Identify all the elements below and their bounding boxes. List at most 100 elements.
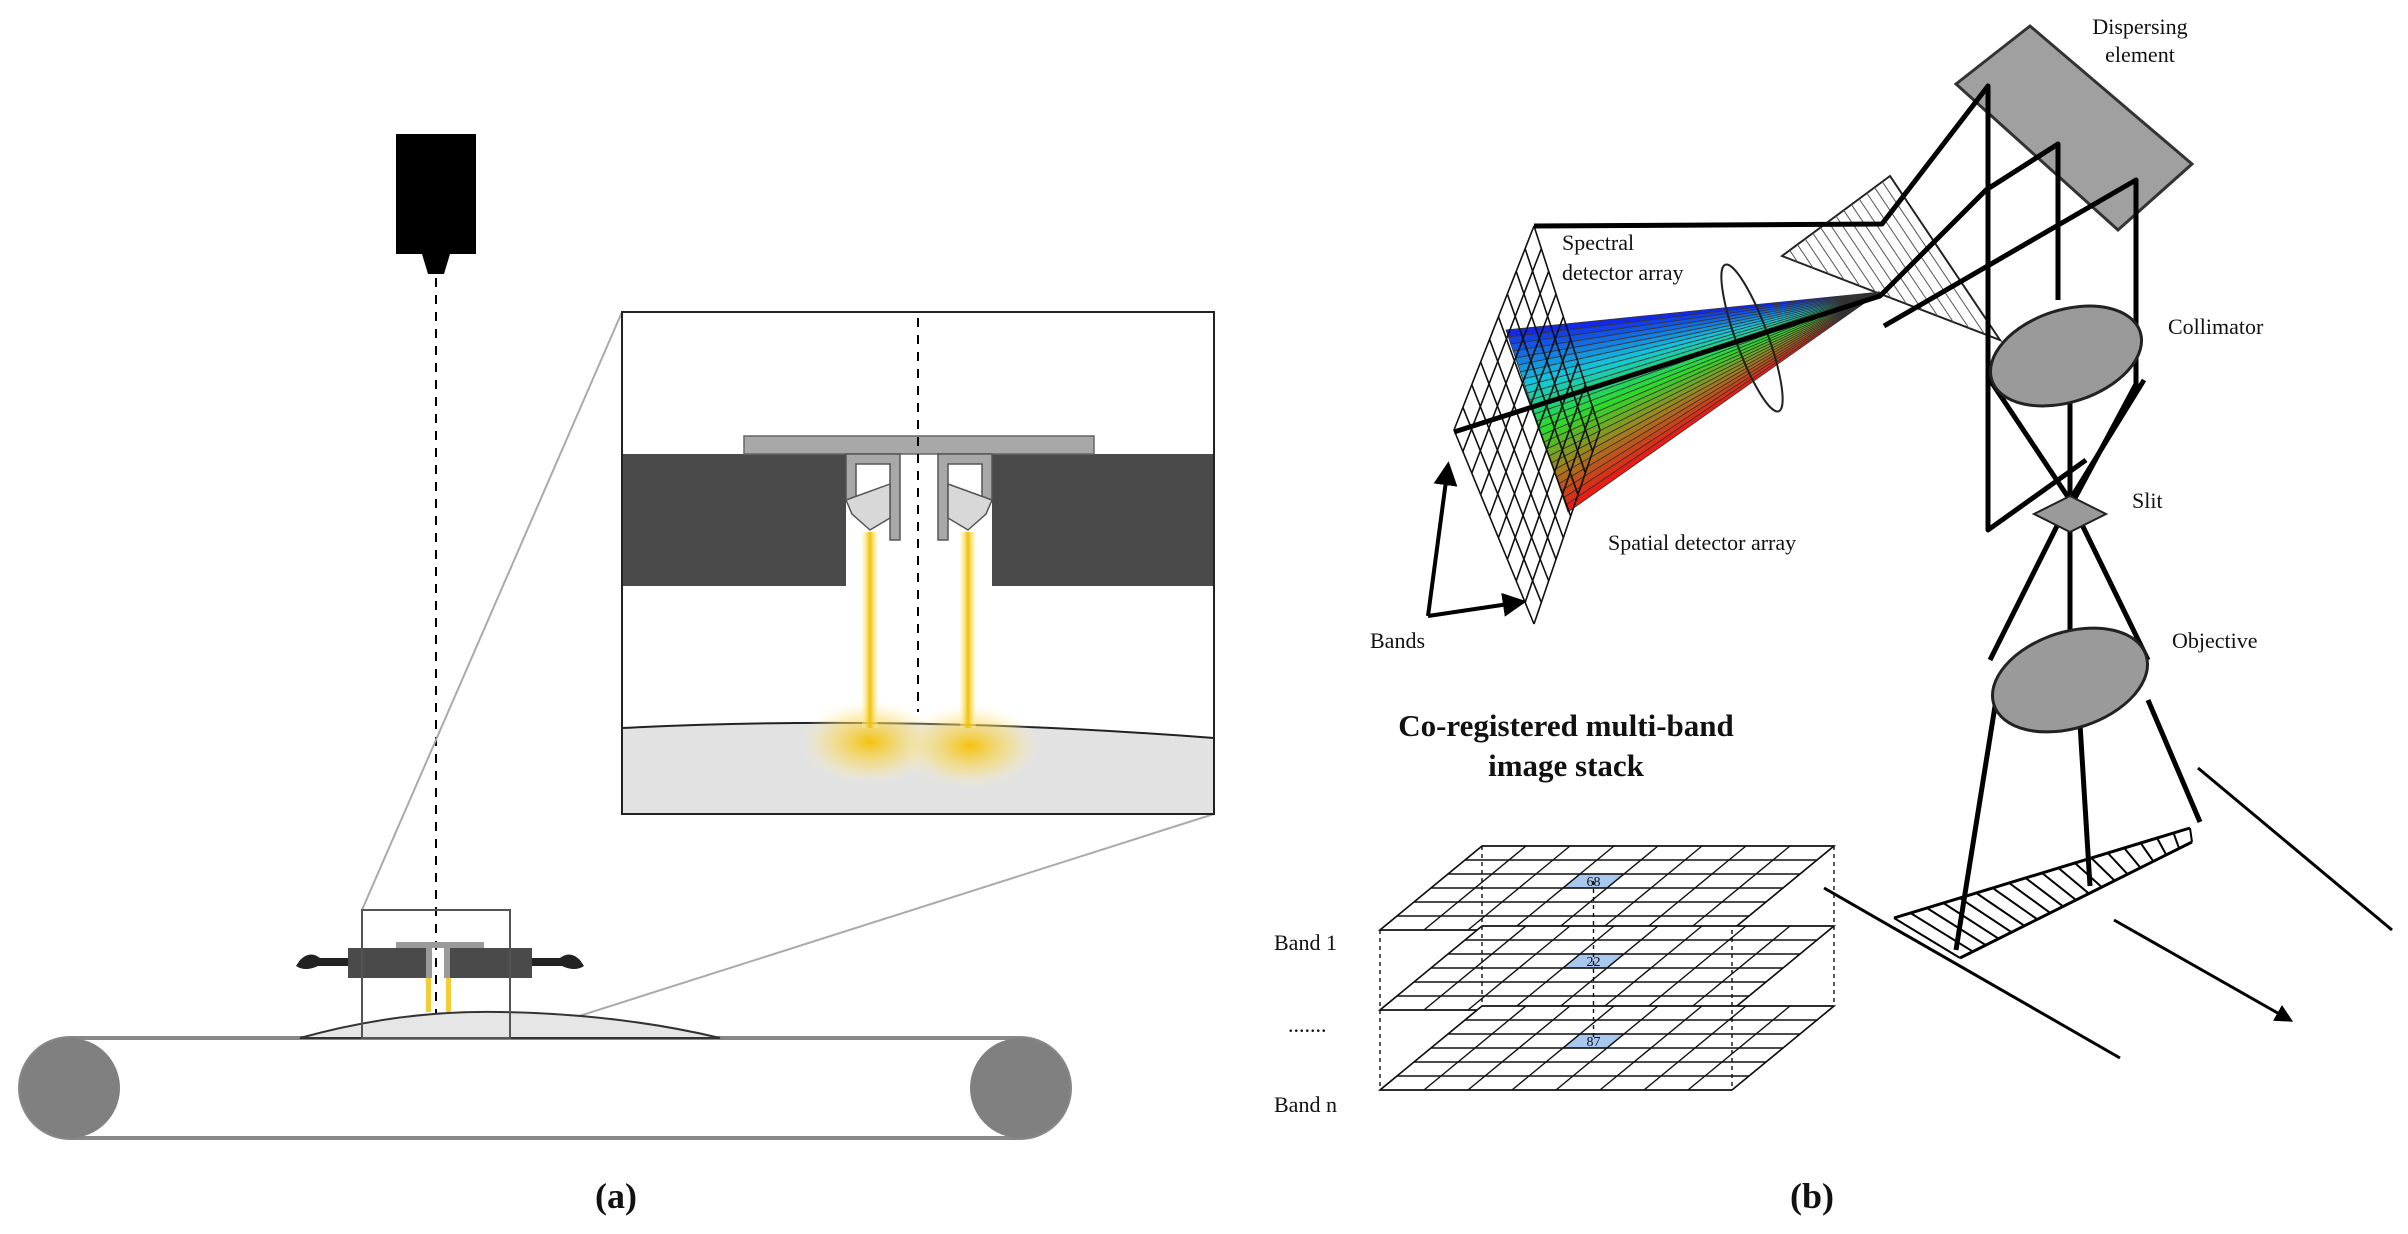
label-bands: Bands xyxy=(1370,628,1425,653)
scan-direction-arrow xyxy=(2113,918,2294,1022)
detector-grid-line xyxy=(1533,429,1601,625)
spectral-band xyxy=(1565,291,1881,513)
prism-hatch-line xyxy=(1881,181,1985,335)
scan-plane xyxy=(1823,766,2393,1060)
camera-lens xyxy=(422,254,450,274)
prism-hatch-line xyxy=(1858,198,1939,317)
light-beam-right xyxy=(960,532,976,728)
label-band-dots: ....... xyxy=(1288,1012,1327,1037)
scan-tick xyxy=(1942,902,2000,940)
prism-left xyxy=(844,482,891,531)
probe-assembly-small xyxy=(296,942,584,1012)
bands-arrow-right xyxy=(1427,592,1527,618)
conveyor-belt xyxy=(18,1036,1072,1140)
detector-grid-line xyxy=(1462,248,1543,452)
label-band-n: Band n xyxy=(1274,1092,1337,1117)
label-spectral-2: detector array xyxy=(1562,260,1684,285)
scan-tick xyxy=(2057,867,2090,895)
label-spectral-1: Spectral xyxy=(1562,230,1634,255)
scan-tick xyxy=(1926,907,1987,946)
ray-1 xyxy=(1533,83,2088,533)
probe-tube-right xyxy=(444,948,450,978)
scan-edge-right xyxy=(2197,766,2393,932)
scan-tick xyxy=(2024,877,2064,908)
detector-grid-line xyxy=(1479,361,1557,560)
detector-grid-line xyxy=(1533,225,1601,431)
bands-arrow-up xyxy=(1426,461,1458,617)
light-spot-left xyxy=(800,700,940,784)
detector-grid-line xyxy=(1488,339,1565,539)
spectral-fan xyxy=(1505,291,1881,513)
scan-tick xyxy=(1959,897,2013,934)
scan-tick xyxy=(1992,887,2038,921)
probe-cable-right xyxy=(532,954,584,969)
band-layer: 68 xyxy=(1377,845,1837,931)
belt-outline xyxy=(18,1036,1072,1140)
detector-grid-line xyxy=(1524,407,1594,603)
scan-strip-ticks xyxy=(1893,827,2193,959)
detector-grid-line xyxy=(1471,271,1550,474)
band-layer: 22 xyxy=(1377,925,1837,1011)
inset-block-right xyxy=(992,454,1214,586)
caption-a: (a) xyxy=(595,1176,637,1216)
camera-icon xyxy=(396,134,476,274)
label-collimator: Collimator xyxy=(2168,314,2264,339)
camera-body xyxy=(396,134,476,254)
prism-hatch-line xyxy=(1820,227,1861,287)
label-dispersing-2: element xyxy=(2105,42,2175,67)
detector-grid-line xyxy=(1488,316,1565,517)
detector-grid-line xyxy=(1479,293,1557,495)
probe-tube-left xyxy=(426,948,432,978)
band-layer: 87 xyxy=(1377,1005,1837,1091)
collimator-lens xyxy=(1988,304,2144,408)
probe-block-left xyxy=(348,948,426,978)
probe-cable-left xyxy=(296,954,348,969)
prism-hatch-line xyxy=(1827,221,1876,293)
probe-plate xyxy=(396,942,484,948)
detector-grid-line xyxy=(1515,271,1587,474)
scan-tick xyxy=(1975,892,2026,927)
optical-rays xyxy=(1453,83,2203,951)
scan-tick xyxy=(2107,852,2129,875)
belt-roller-left xyxy=(20,1038,120,1138)
panel-b: Dispersing element Collimator xyxy=(1274,14,2393,1216)
prism-hatch-line xyxy=(1804,238,1830,275)
ray-2 xyxy=(1453,141,2061,435)
label-slit: Slit xyxy=(2132,488,2163,513)
detector-grid-line xyxy=(1515,384,1587,582)
prism-hatch-line xyxy=(1797,244,1814,269)
label-objective: Objective xyxy=(2172,628,2258,653)
detector-grid-line xyxy=(1453,429,1535,625)
scan-tick xyxy=(2172,832,2181,849)
prism-hatch-line xyxy=(1812,232,1845,281)
panel-a: (a) xyxy=(18,134,1215,1216)
detector-grid-line xyxy=(1524,248,1594,452)
scan-tick xyxy=(2008,882,2051,914)
detector-grid-line xyxy=(1497,339,1572,539)
light-spot-right xyxy=(900,704,1040,788)
scan-tick xyxy=(2139,842,2155,862)
scan-tick xyxy=(2074,862,2103,888)
slit xyxy=(2031,494,2109,534)
ray-7 xyxy=(1953,699,1999,951)
scan-tick xyxy=(1909,912,1974,953)
zoom-line-top xyxy=(361,311,623,911)
belt-roller-right xyxy=(970,1038,1070,1138)
scan-edge-left xyxy=(1823,886,2121,1060)
scan-tick xyxy=(2156,837,2168,856)
zoom-line-bottom xyxy=(509,813,1215,1039)
stack-title-2: image stack xyxy=(1488,748,1645,783)
detector-grid-line xyxy=(1453,225,1535,431)
scan-tick xyxy=(2189,827,2193,843)
label-dispersing-1: Dispersing xyxy=(2092,14,2187,39)
inset-frame xyxy=(621,311,1215,815)
prism-hatch-line xyxy=(1866,192,1954,323)
detector-grid-line xyxy=(1497,316,1572,517)
inset-detail xyxy=(621,311,1215,815)
ray-8 xyxy=(2145,699,2203,823)
label-band-1: Band 1 xyxy=(1274,930,1337,955)
prism-hatch-line xyxy=(1789,250,1798,263)
scan-tick xyxy=(2041,872,2077,901)
scan-tick xyxy=(1893,917,1961,959)
